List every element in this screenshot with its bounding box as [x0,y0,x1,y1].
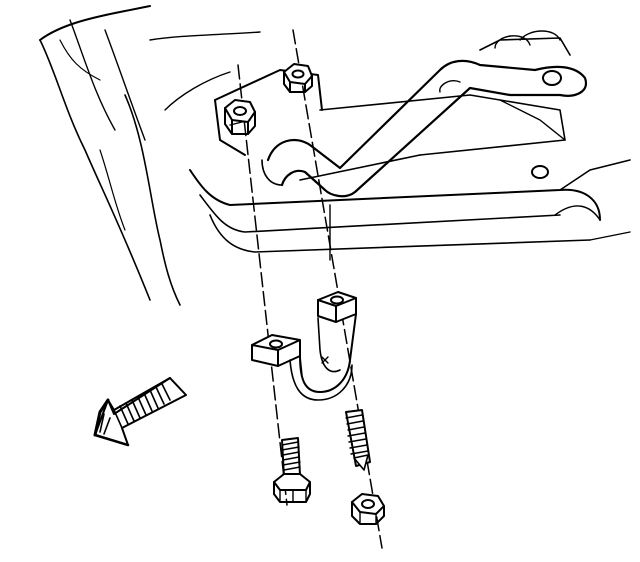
upper-nut-left [224,99,256,135]
upper-nut-right [283,63,313,93]
bracket-x-mark [321,356,329,364]
stabilizer-insulator-bracket [251,291,357,401]
centerlines [237,29,383,549]
vehicle-frame [39,5,631,306]
centerline-left [237,64,288,506]
bolt-left [273,437,311,503]
lower-nut-right [351,493,385,525]
end-link-eyelet [542,70,562,86]
stabilizer-shaft [261,59,588,198]
stud-right [345,409,371,471]
front-arrow-icon [93,377,187,447]
